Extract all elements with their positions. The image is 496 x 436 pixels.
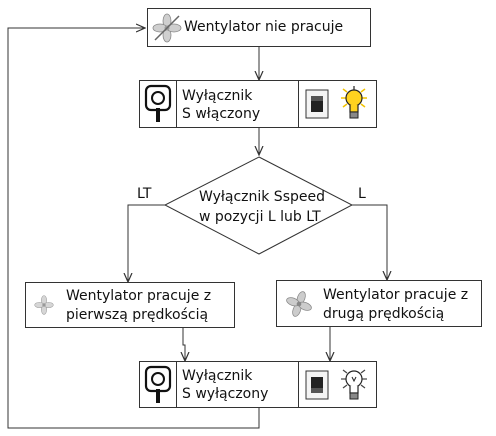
lamp-icon-cell (298, 81, 377, 127)
wall-switch-icon (305, 370, 329, 400)
node-fan-off: Wentylator nie pracuje (147, 8, 371, 47)
switch-on-line2: S włączony (182, 106, 261, 122)
switch-off-line2: S wyłączony (182, 386, 269, 402)
node-fan-speed1: Wentylator pracuje z pierwszą prędkością (25, 282, 235, 328)
fan-speed2-line2: drugą prędkością (323, 306, 445, 322)
fan-speed1-line2: pierwszą prędkością (66, 307, 209, 323)
arrow-decision-to-speed1 (128, 204, 165, 282)
fan-fast-icon (286, 291, 312, 317)
fan-slow-icon (34, 295, 54, 315)
switch-off-icon-cell (140, 362, 177, 407)
lamp-off-icon-cell (298, 362, 377, 407)
switch-icon (144, 365, 172, 403)
branch-label-l: L (358, 186, 366, 202)
decision-line1: Wyłącznik Sspeed (199, 189, 325, 205)
fan-stopped-icon (152, 13, 182, 43)
fan-speed2-line1: Wentylator pracuje z (323, 287, 469, 303)
decision-line2: w pozycji L lub LT (199, 209, 321, 225)
node-switch-on: Wyłącznik S włączony (139, 80, 377, 128)
switch-off-line1: Wyłącznik (182, 368, 253, 384)
node-switch-off: Wyłącznik S wyłączony (139, 361, 377, 408)
fan-off-label: Wentylator nie pracuje (184, 19, 344, 35)
decision-diamond (163, 156, 354, 255)
arrow-decision-to-speed2 (352, 204, 387, 280)
arrow-loop-back (7, 28, 260, 429)
arrow-speed1-to-switch-off (183, 328, 185, 361)
node-fan-speed2: Wentylator pracuje z drugą prędkością (276, 280, 482, 327)
switch-on-line1: Wyłącznik (182, 88, 253, 104)
lamp-off-icon (341, 369, 367, 400)
lamp-on-icon (341, 86, 367, 119)
switch-icon (144, 84, 172, 122)
wall-switch-icon (305, 89, 329, 119)
fan-speed1-line1: Wentylator pracuje z (66, 288, 212, 304)
branch-label-lt: LT (137, 186, 152, 202)
switch-icon-cell (140, 81, 177, 127)
